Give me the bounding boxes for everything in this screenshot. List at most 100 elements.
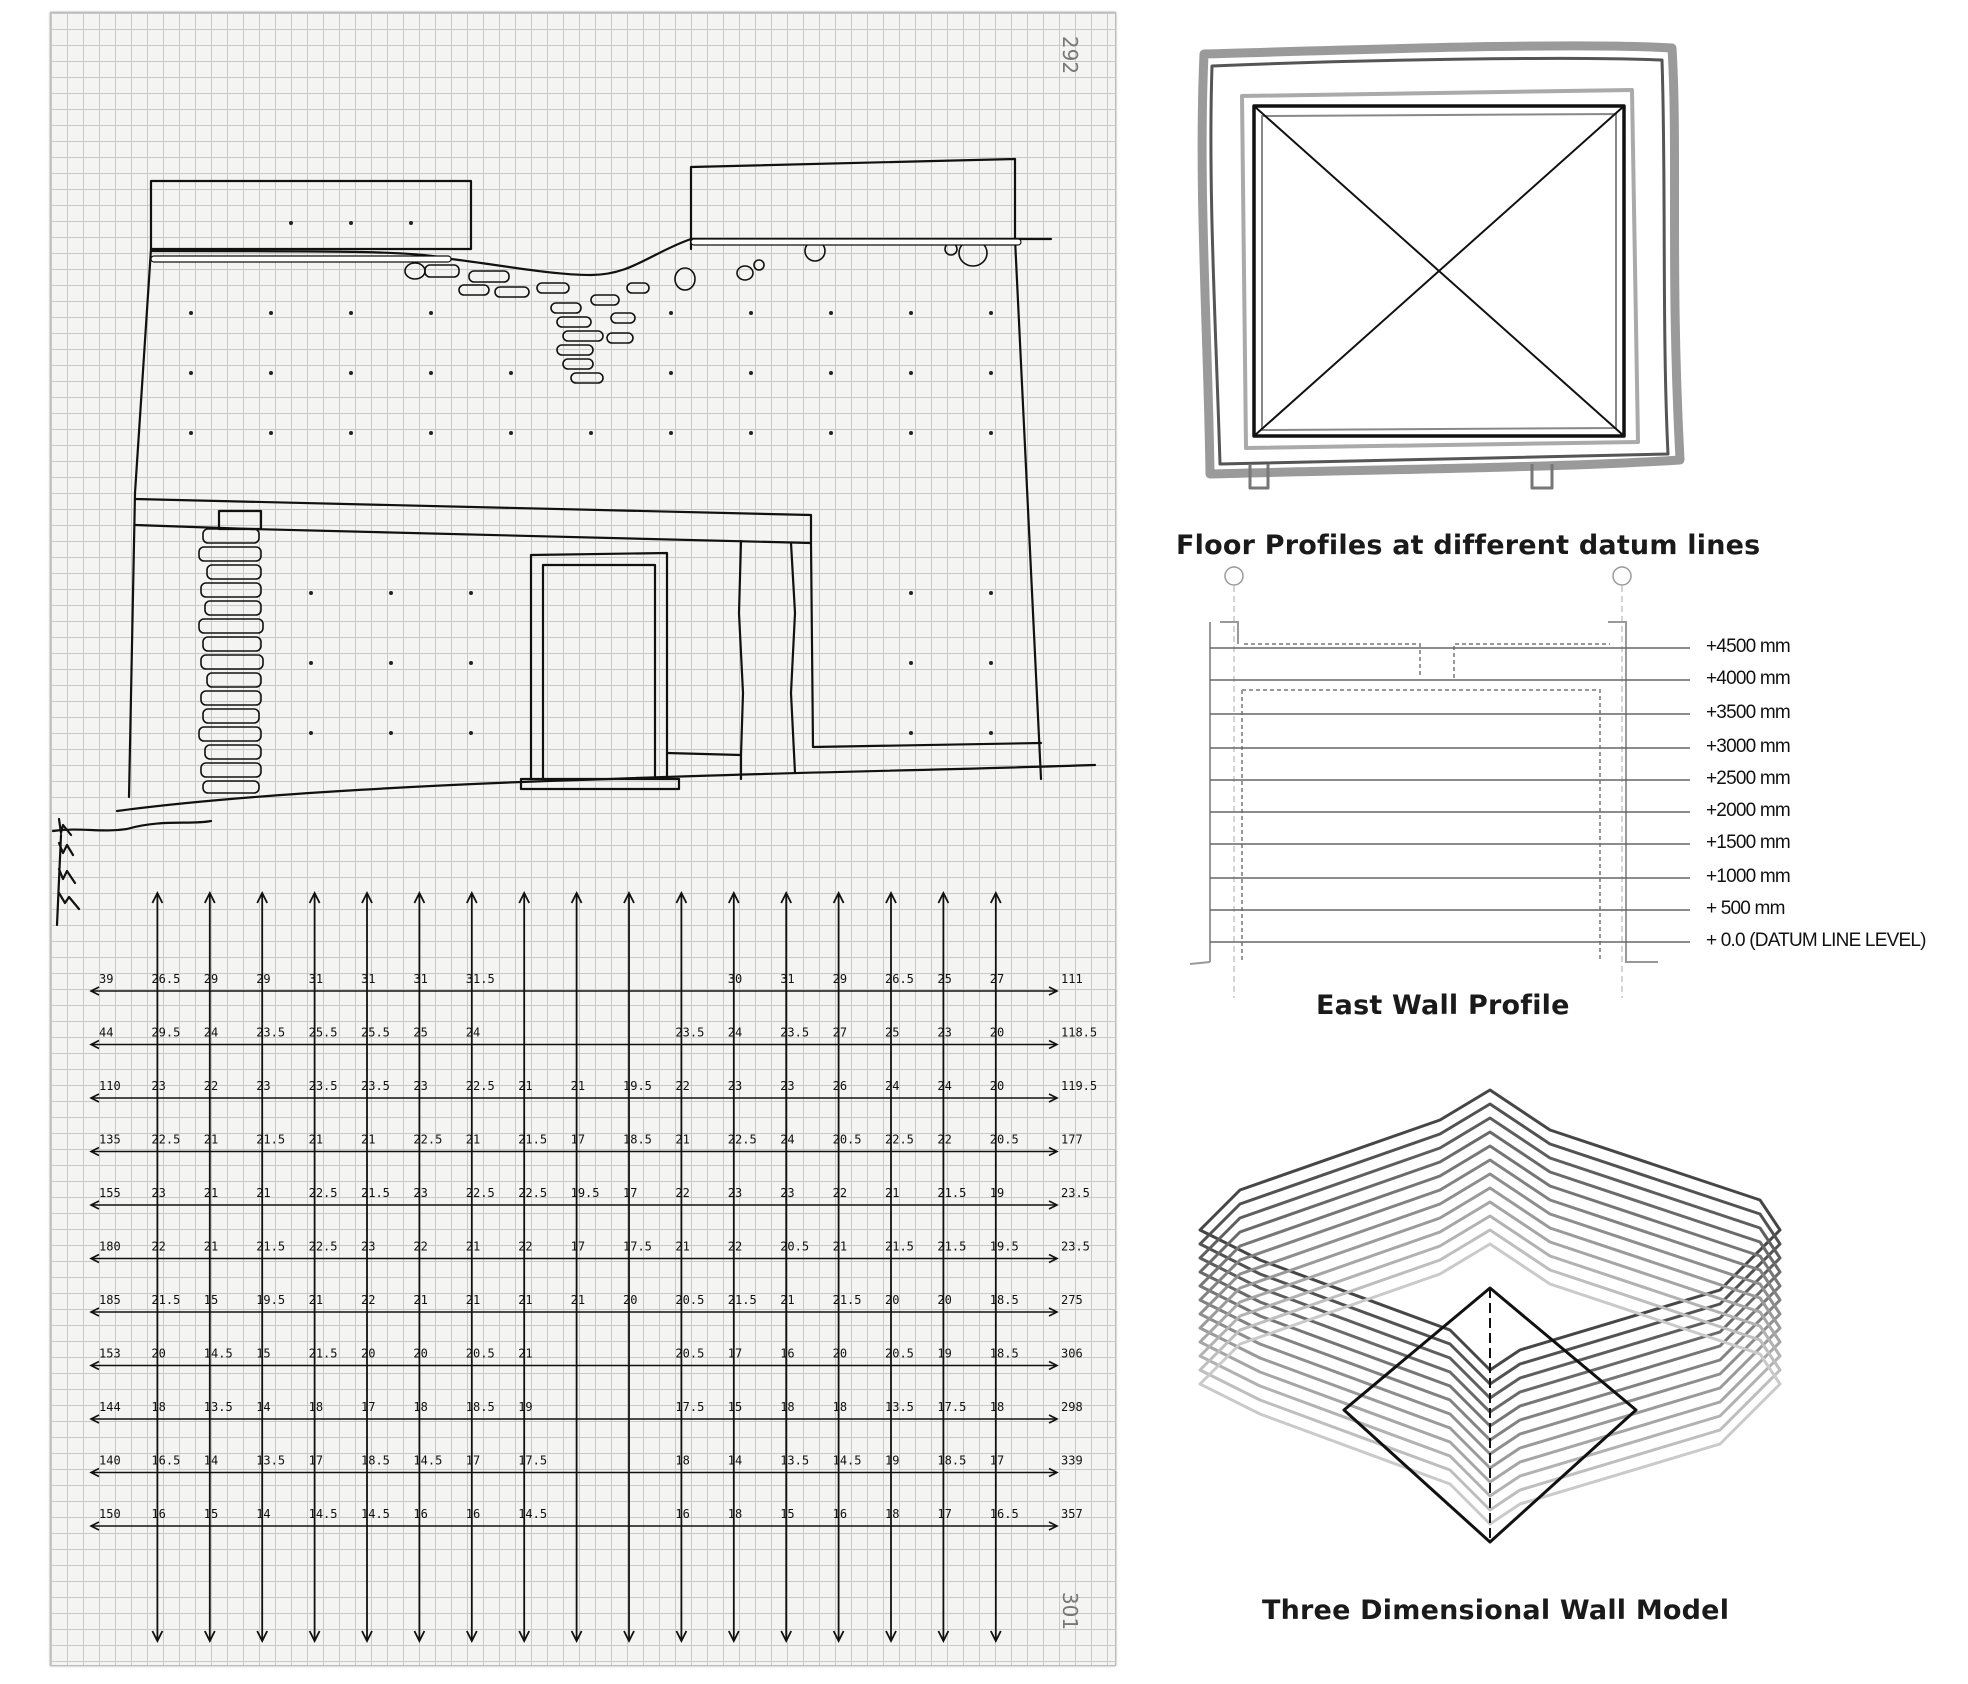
grid-value: 27	[833, 1026, 847, 1040]
grid-value: 15	[204, 1507, 218, 1521]
grid-value: 14.5	[309, 1507, 338, 1521]
stone-pier	[198, 528, 264, 794]
grid-value: 22	[413, 1240, 427, 1254]
grid-value: 22.5	[885, 1133, 914, 1147]
grid-value: 23	[780, 1079, 794, 1093]
grid-value: 18.5	[937, 1454, 966, 1468]
page-number-top: 292	[1058, 35, 1083, 75]
grid-value: 20	[990, 1079, 1004, 1093]
grid-value: 110	[99, 1079, 121, 1093]
grid-value: 21	[571, 1293, 585, 1307]
grid-value: 20	[937, 1293, 951, 1307]
grid-value: 17	[728, 1347, 742, 1361]
grid-value: 23.5	[309, 1079, 338, 1093]
grid-value: 21	[675, 1133, 689, 1147]
grid-value: 14	[728, 1454, 742, 1468]
grid-value: 21	[518, 1347, 532, 1361]
grid-value: 14.5	[413, 1454, 442, 1468]
grid-value: 20	[151, 1347, 165, 1361]
grid-value: 17	[571, 1240, 585, 1254]
grid-value: 20.5	[885, 1347, 914, 1361]
grid-value: 306	[1061, 1347, 1083, 1361]
grid-value: 18.5	[623, 1133, 652, 1147]
wall-outline	[149, 179, 473, 251]
grid-value: 185	[99, 1293, 121, 1307]
grid-value: 22	[151, 1240, 165, 1254]
datum-label: +1000 mm	[1706, 866, 1791, 887]
grid-value: 24	[728, 1026, 742, 1040]
contour-layer	[1198, 1242, 1782, 1526]
floor-profile-plan	[1197, 41, 1685, 490]
grid-value: 25	[413, 1026, 427, 1040]
grid-value: 20.5	[675, 1347, 704, 1361]
wall-model-caption: Three Dimensional Wall Model	[1262, 1595, 1730, 1626]
grid-value: 21	[204, 1133, 218, 1147]
grid-value: 17	[466, 1454, 480, 1468]
grid-value: 14.5	[204, 1347, 233, 1361]
grid-value: 21.5	[937, 1186, 966, 1200]
grid-value: 26.5	[151, 972, 180, 986]
grid-value: 17	[990, 1454, 1004, 1468]
grid-value: 29	[256, 972, 270, 986]
grid-value: 25	[937, 972, 951, 986]
grid-value: 18.5	[361, 1454, 390, 1468]
grid-value: 20	[833, 1347, 847, 1361]
grid-value: 20.5	[833, 1133, 862, 1147]
contour-layer	[1198, 1214, 1782, 1498]
grid-value: 22	[675, 1079, 689, 1093]
contour-layer	[1198, 1228, 1782, 1512]
grid-value: 21	[466, 1133, 480, 1147]
grid-value: 25.5	[309, 1026, 338, 1040]
grid-value: 14	[204, 1454, 218, 1468]
datum-label: + 500 mm	[1706, 898, 1785, 919]
grid-value: 20.5	[780, 1240, 809, 1254]
grid-value: 21	[204, 1186, 218, 1200]
grid-value: 150	[99, 1507, 121, 1521]
grid-value: 24	[780, 1133, 794, 1147]
grid-value: 180	[99, 1240, 121, 1254]
grid-value: 140	[99, 1454, 121, 1468]
grid-value: 14	[256, 1400, 270, 1414]
grid-value: 16	[833, 1507, 847, 1521]
grid-value: 16	[413, 1507, 427, 1521]
grid-value: 135	[99, 1133, 121, 1147]
grid-value: 23	[361, 1240, 375, 1254]
grid-value: 18	[675, 1454, 689, 1468]
grid-value: 23.5	[1061, 1240, 1090, 1254]
grid-value: 21	[885, 1186, 899, 1200]
grid-value: 22.5	[413, 1133, 442, 1147]
grid-value: 17.5	[937, 1400, 966, 1414]
grid-value: 18	[309, 1400, 323, 1414]
grid-value: 21	[518, 1079, 532, 1093]
grid-value: 21.5	[885, 1240, 914, 1254]
grid-value: 20.5	[990, 1133, 1019, 1147]
grid-value: 24	[204, 1026, 218, 1040]
grid-value: 26.5	[885, 972, 914, 986]
grid-value: 14.5	[361, 1507, 390, 1521]
wall-elevation-sketch: 3926.5292931313131.530312926.52527111442…	[51, 157, 1097, 1644]
grid-value: 119.5	[1061, 1079, 1097, 1093]
grid-value: 26	[833, 1079, 847, 1093]
grid-value: 21	[413, 1293, 427, 1307]
grid-value: 20	[885, 1293, 899, 1307]
grid-value: 17	[361, 1400, 375, 1414]
grid-value: 21	[675, 1240, 689, 1254]
grid-value: 21.5	[256, 1133, 285, 1147]
grid-value: 18	[413, 1400, 427, 1414]
grid-value: 20	[623, 1293, 637, 1307]
grid-value: 17.5	[518, 1454, 547, 1468]
grid-value: 31	[780, 972, 794, 986]
grid-value: 21.5	[833, 1293, 862, 1307]
datum-label: +2500 mm	[1706, 768, 1791, 789]
grid-value: 16.5	[151, 1454, 180, 1468]
grid-value: 21	[309, 1293, 323, 1307]
grid-value: 24	[466, 1026, 480, 1040]
grid-value: 13.5	[256, 1454, 285, 1468]
grid-value: 21	[466, 1240, 480, 1254]
grid-value: 21	[256, 1186, 270, 1200]
grid-value: 153	[99, 1347, 121, 1361]
grid-value: 29	[204, 972, 218, 986]
grid-value: 18	[833, 1400, 847, 1414]
grid-value: 31	[413, 972, 427, 986]
